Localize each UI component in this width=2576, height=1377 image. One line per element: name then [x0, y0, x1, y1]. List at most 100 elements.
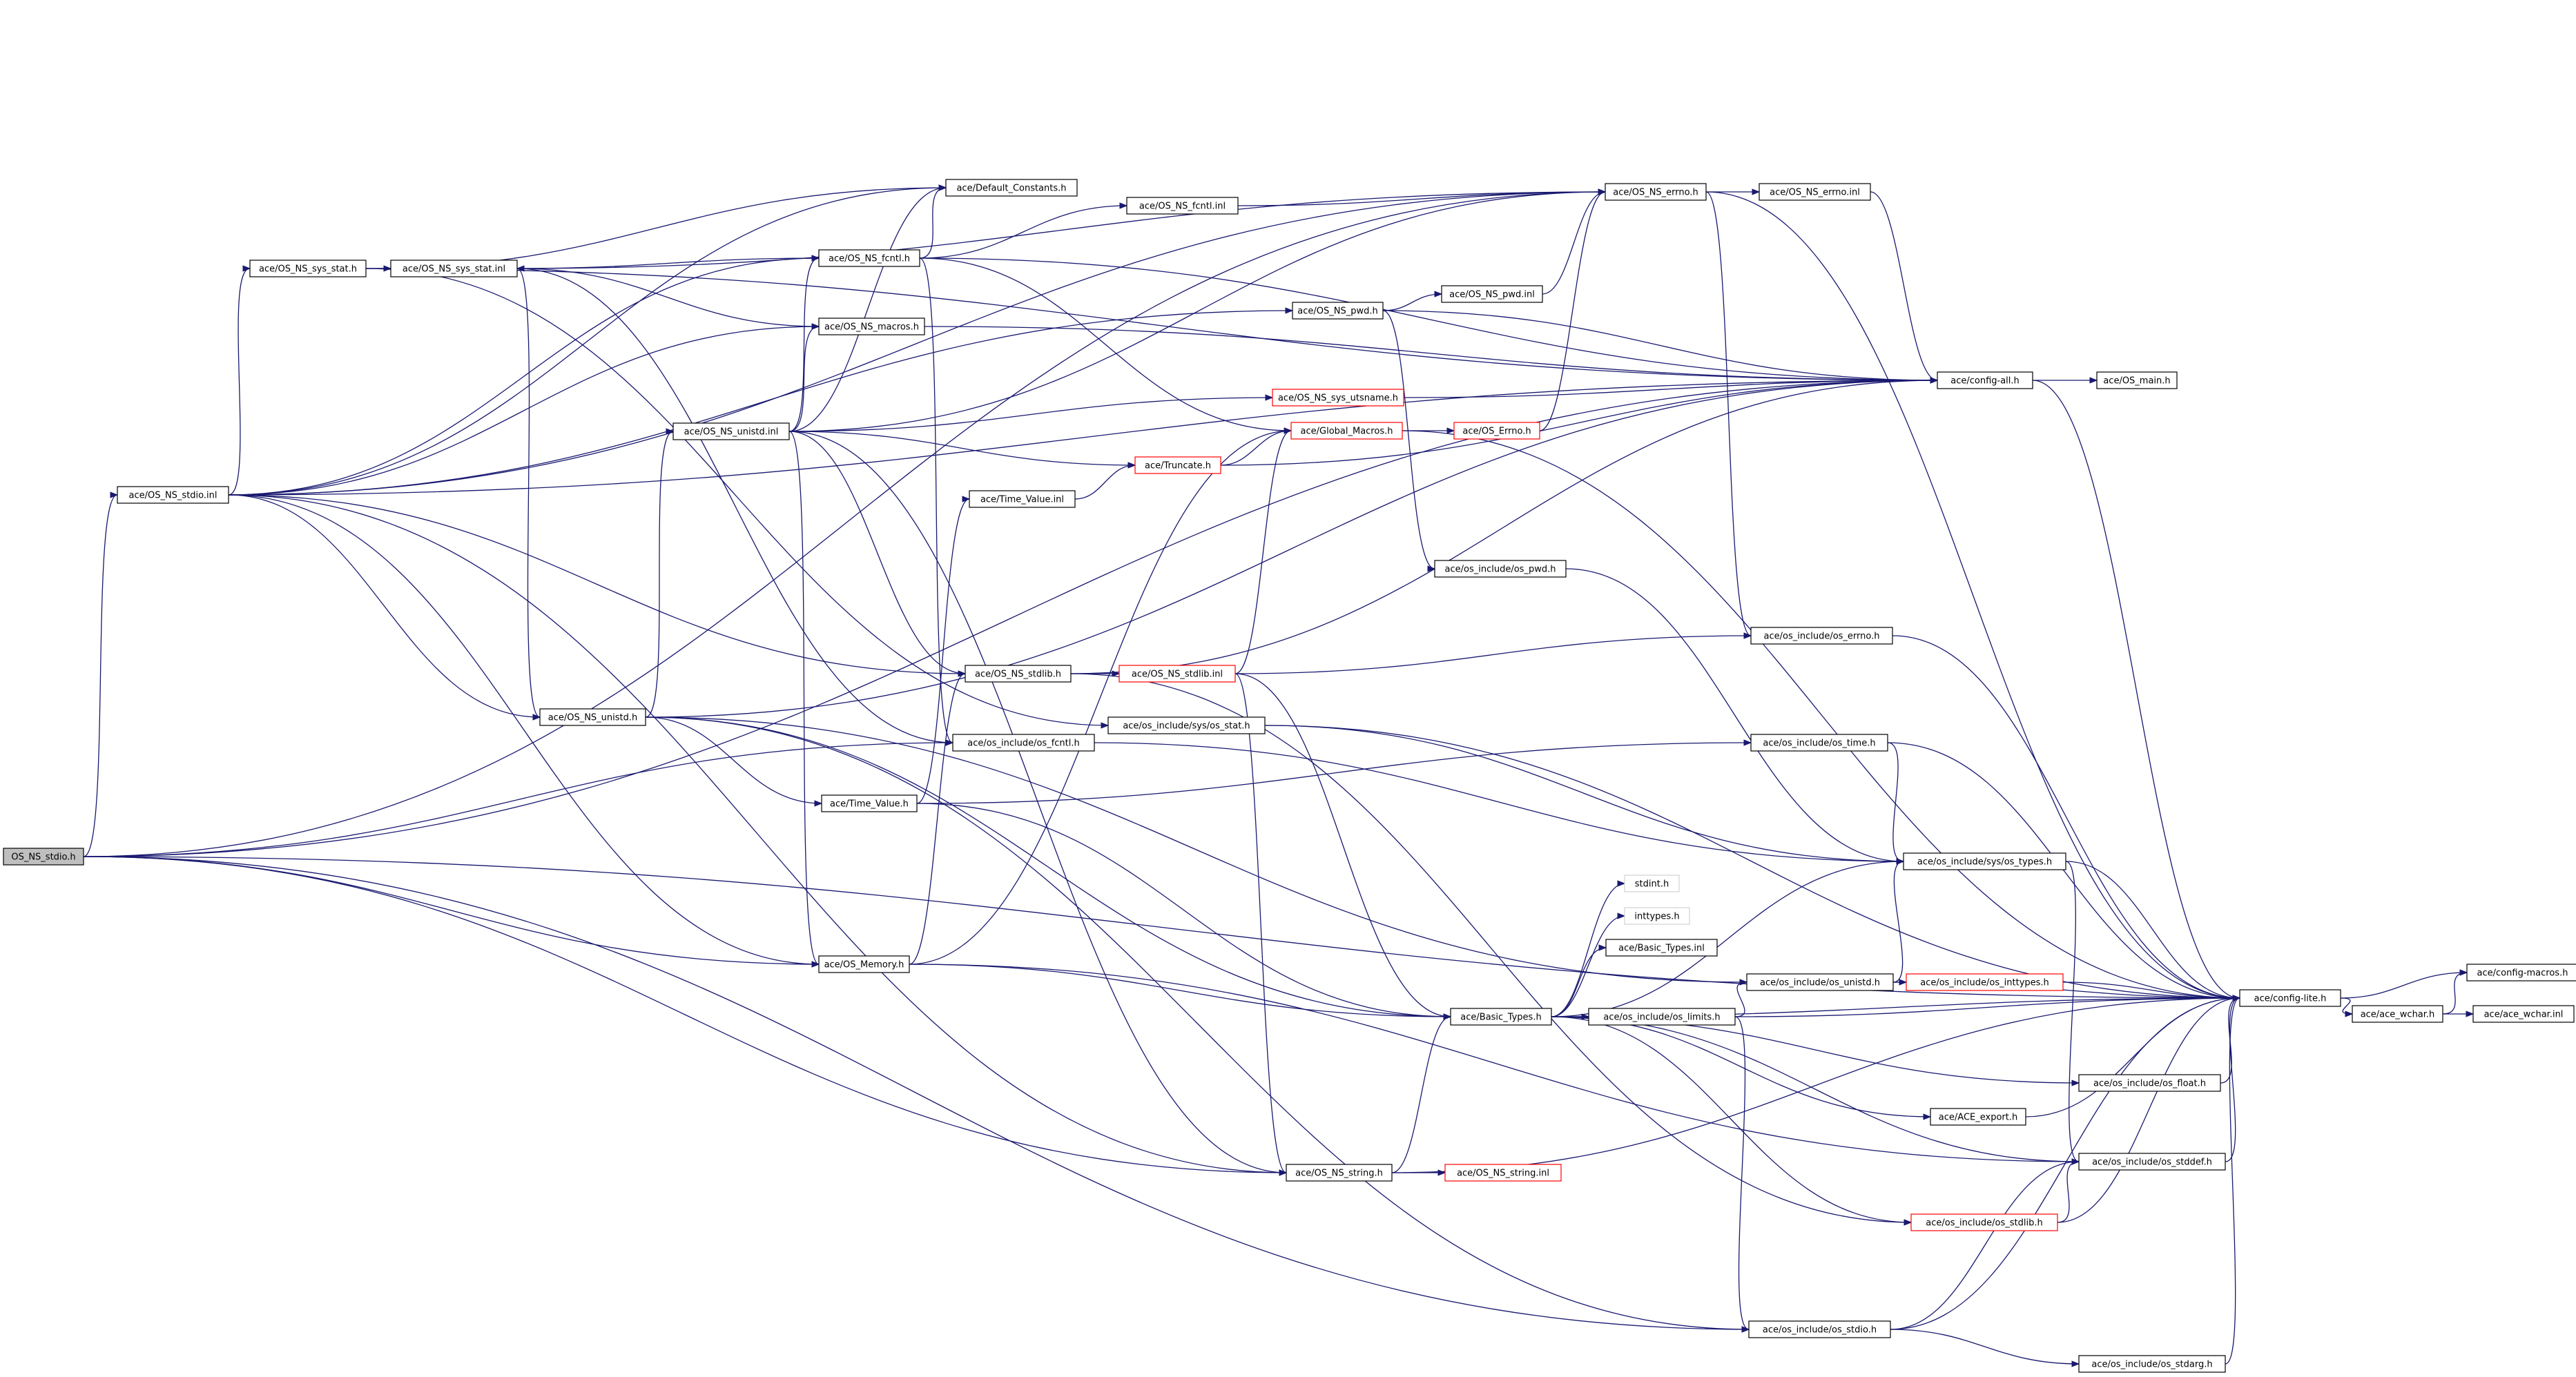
node-label: ace/Time_Value.h	[830, 799, 909, 810]
node-os-limits[interactable]: ace/os_include/os_limits.h	[1588, 1008, 1736, 1026]
edge-fcntl-inl-to-errno-h	[1237, 188, 1607, 206]
node-os-pwd[interactable]: ace/os_include/os_pwd.h	[1434, 560, 1567, 578]
node-stdlib-inl[interactable]: ace/OS_NS_stdlib.inl	[1118, 665, 1236, 683]
node-stdio-inl[interactable]: ace/OS_NS_stdio.inl	[117, 486, 229, 504]
node-fcntl-h[interactable]: ace/OS_NS_fcntl.h	[818, 249, 920, 267]
edge-stdlib-inl-to-os-errno-inc	[1234, 632, 1752, 674]
edge-sys-os-stat-to-sys-os-types	[1264, 725, 1905, 865]
node-box	[2466, 964, 2576, 982]
node-box	[818, 249, 920, 267]
node-fcntl-inl[interactable]: ace/OS_NS_fcntl.inl	[1126, 197, 1239, 215]
node-inttypes[interactable]: inttypes.h	[1624, 907, 1690, 925]
node-sys-stat-inl[interactable]: ace/OS_NS_sys_stat.inl	[390, 260, 518, 277]
node-stdlib-h[interactable]: ace/OS_NS_stdlib.h	[965, 665, 1072, 683]
node-label: ace/OS_NS_fcntl.inl	[1139, 202, 1226, 212]
node-box	[1134, 456, 1221, 474]
node-box	[1453, 422, 1540, 440]
node-unistd-h[interactable]: ace/OS_NS_unistd.h	[539, 708, 646, 726]
node-label: ace/os_include/sys/os_stat.h	[1123, 721, 1250, 732]
edge-global-macros-to-config-lite	[1402, 430, 2241, 1002]
edge-stdio-inl-to-stdlib-h	[228, 494, 967, 677]
node-box	[2078, 1153, 2226, 1171]
node-utsname[interactable]: ace/OS_NS_sys_utsname.h	[1272, 389, 1404, 407]
node-os-main[interactable]: ace/OS_main.h	[2096, 371, 2178, 389]
node-os-errno-inc[interactable]: ace/os_include/os_errno.h	[1750, 627, 1893, 645]
node-ace-export[interactable]: ace/ACE_export.h	[1930, 1108, 2026, 1126]
node-os-memory[interactable]: ace/OS_Memory.h	[818, 955, 910, 973]
node-global-macros[interactable]: ace/Global_Macros.h	[1290, 422, 1403, 440]
node-os-unistd[interactable]: ace/os_include/os_unistd.h	[1746, 973, 1894, 991]
edge-pwd-h-to-config-all	[1382, 310, 1939, 384]
edge-os-stdlib-to-os-stddef	[2057, 1158, 2080, 1223]
node-errno-h[interactable]: ace/OS_NS_errno.h	[1605, 183, 1707, 201]
node-box	[1750, 627, 1893, 645]
node-default-constants[interactable]: ace/Default_Constants.h	[945, 179, 1078, 197]
edge-config-lite-to-ace-wchar-h	[2340, 997, 2354, 1017]
node-box	[1286, 1164, 1393, 1182]
node-unistd-inl[interactable]: ace/OS_NS_unistd.inl	[672, 422, 790, 440]
edge-basic-types-h-to-sys-os-types	[1551, 858, 1905, 1017]
node-box	[1292, 302, 1384, 320]
node-ace-wchar-inl[interactable]: ace/ace_wchar.inl	[2472, 1005, 2575, 1023]
node-os-float[interactable]: ace/os_include/os_float.h	[2078, 1074, 2221, 1092]
node-config-macros[interactable]: ace/config-macros.h	[2466, 964, 2576, 982]
edge-sys-os-types-to-os-stddef	[2065, 861, 2080, 1165]
edge-config-all-to-config-lite	[2032, 380, 2241, 1002]
node-os-stddef[interactable]: ace/os_include/os_stddef.h	[2078, 1153, 2226, 1171]
node-box	[249, 260, 367, 277]
edge-os-limits-to-config-lite	[1734, 995, 2241, 1017]
node-stdint[interactable]: stdint.h	[1624, 875, 1680, 892]
edge-os-stdarg-to-config-lite	[2225, 995, 2241, 1365]
node-label: ace/os_include/os_fcntl.h	[967, 739, 1079, 749]
node-label: ace/OS_NS_errno.inl	[1770, 188, 1860, 198]
node-config-all[interactable]: ace/config-all.h	[1937, 371, 2033, 389]
edge-os-memory-to-basic-types-h	[909, 964, 1452, 1020]
edge-stdlib-inl-to-basic-types-h	[1234, 673, 1452, 1020]
node-os-stdlib[interactable]: ace/os_include/os_stdlib.h	[1910, 1213, 2058, 1231]
edge-pwd-h-to-os-pwd	[1382, 310, 1436, 572]
node-label: ace/os_include/os_errno.h	[1764, 632, 1880, 642]
node-label: ace/OS_NS_unistd.h	[548, 713, 638, 723]
edge-macros-h-to-config-all	[924, 326, 1939, 384]
node-truncate[interactable]: ace/Truncate.h	[1134, 456, 1221, 474]
node-box	[1605, 939, 1718, 957]
edge-os-memory-to-stdlib-h	[909, 670, 967, 965]
edge-string-h-to-basic-types-h	[1391, 1013, 1452, 1173]
node-errno-inl[interactable]: ace/OS_NS_errno.inl	[1759, 183, 1871, 201]
edge-os-errno-to-errno-h	[1539, 188, 1607, 431]
edge-ace-wchar-h-to-config-macros	[2442, 969, 2468, 1015]
node-sys-stat-h[interactable]: ace/OS_NS_sys_stat.h	[249, 260, 367, 277]
node-box	[1441, 285, 1543, 303]
node-os-time[interactable]: ace/os_include/os_time.h	[1750, 734, 1888, 752]
node-macros-h[interactable]: ace/OS_NS_macros.h	[818, 318, 925, 335]
edge-os-memory-to-os-stddef	[909, 964, 2080, 1165]
node-label: ace/Global_Macros.h	[1301, 427, 1393, 437]
node-box	[1750, 734, 1888, 752]
node-pwd-inl[interactable]: ace/OS_NS_pwd.inl	[1441, 285, 1543, 303]
node-pwd-h[interactable]: ace/OS_NS_pwd.h	[1292, 302, 1384, 320]
node-root[interactable]: OS_NS_stdio.h	[3, 848, 84, 866]
node-label: ace/OS_Errno.h	[1462, 427, 1531, 437]
node-os-stdarg[interactable]: ace/os_include/os_stdarg.h	[2078, 1355, 2226, 1373]
node-sys-os-types[interactable]: ace/os_include/sys/os_types.h	[1903, 852, 2066, 870]
node-string-inl[interactable]: ace/OS_NS_string.inl	[1444, 1164, 1562, 1182]
node-basic-types-inl[interactable]: ace/Basic_Types.inl	[1605, 939, 1718, 957]
node-sys-os-stat[interactable]: ace/os_include/sys/os_stat.h	[1107, 716, 1266, 734]
node-ace-wchar-h[interactable]: ace/ace_wchar.h	[2352, 1005, 2443, 1023]
node-string-h[interactable]: ace/OS_NS_string.h	[1286, 1164, 1393, 1182]
node-os-inttypes[interactable]: ace/os_include/os_inttypes.h	[1906, 973, 2064, 991]
node-label: ace/OS_NS_stdio.inl	[128, 491, 217, 501]
node-config-lite[interactable]: ace/config-lite.h	[2239, 989, 2341, 1007]
node-time-value-h[interactable]: ace/Time_Value.h	[821, 794, 918, 812]
edge-unistd-h-to-os-unistd	[645, 716, 1748, 986]
node-os-errno[interactable]: ace/OS_Errno.h	[1453, 422, 1540, 440]
node-os-stdio[interactable]: ace/os_include/os_stdio.h	[1748, 1320, 1891, 1338]
node-label: ace/os_include/os_stdio.h	[1763, 1325, 1877, 1336]
node-label: ace/OS_NS_stdlib.inl	[1132, 670, 1223, 680]
node-time-value-inl[interactable]: ace/Time_Value.inl	[969, 490, 1076, 508]
node-os-fcntl[interactable]: ace/os_include/os_fcntl.h	[952, 734, 1095, 752]
node-label: ace/OS_NS_pwd.inl	[1449, 290, 1535, 300]
node-basic-types-h[interactable]: ace/Basic_Types.h	[1450, 1008, 1552, 1026]
edge-os-unistd-to-sys-os-types	[1892, 858, 1905, 983]
edge-root-to-stdio-inl	[83, 491, 119, 857]
